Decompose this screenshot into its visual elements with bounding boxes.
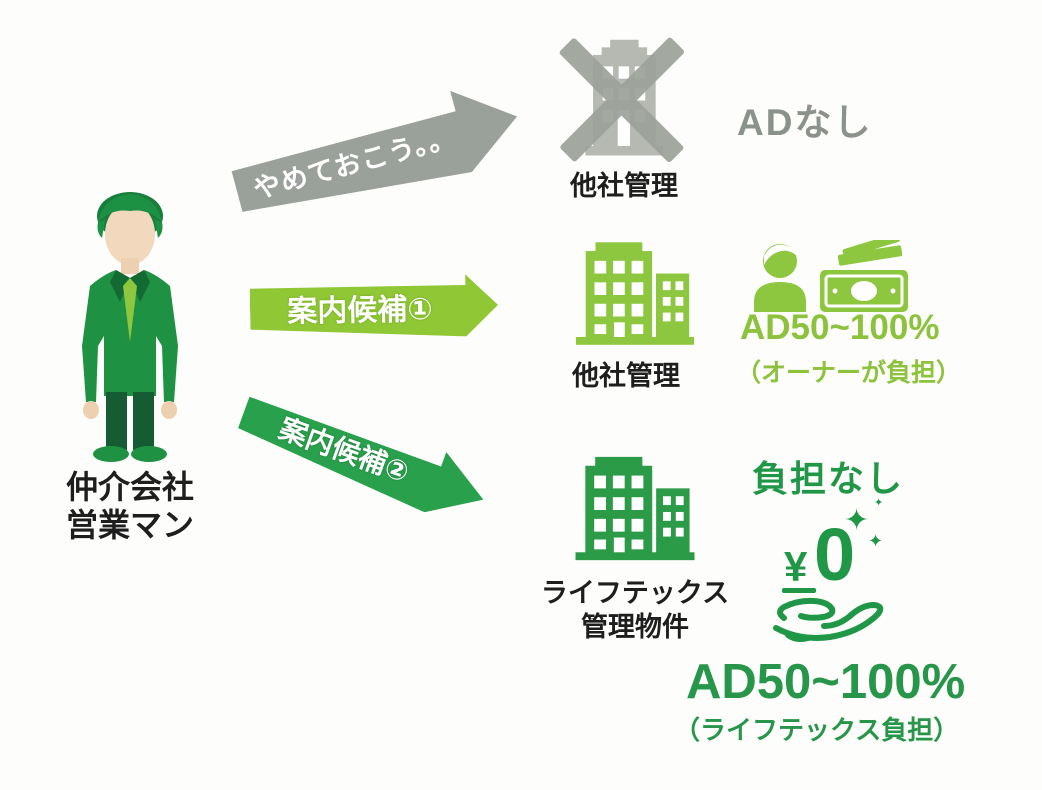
rejected-building-label: 他社管理: [570, 171, 678, 201]
candidate2-ad-note: （ライフテックス負担）: [674, 715, 960, 745]
reject-arrow: やめておこう。。: [226, 76, 528, 232]
lifetex-building-label: ライフテックス 管理物件: [535, 576, 735, 644]
owner-icon: [754, 244, 806, 312]
candidate2-arrow-label: 案内候補②: [275, 412, 414, 489]
lifetex-building-label-line2: 管理物件: [581, 612, 689, 642]
sparkle-icon: ✦: [874, 497, 884, 509]
lifetex-building-label-line1: ライフテックス: [540, 578, 730, 608]
lifetex-building-icon: [575, 456, 695, 561]
money-icon: [820, 240, 908, 312]
salesman-icon: [82, 192, 178, 462]
sparkle-icon: ✦: [868, 531, 884, 551]
candidate2-arrow: 案内候補②: [233, 382, 495, 529]
yen-zero-icon: ✦ ✦ ✦ ¥ 0: [768, 497, 900, 642]
yen-symbol: ¥: [784, 543, 808, 590]
rejected-building-icon: [559, 37, 685, 163]
other-company-building-label: 他社管理: [572, 361, 680, 391]
candidate1-arrow: 案内候補①: [249, 274, 498, 340]
salesman-label: 仲介会社 営業マン: [40, 468, 220, 544]
hand-icon: [773, 597, 884, 642]
zero-digit: 0: [814, 513, 856, 596]
salesman-label-line2: 営業マン: [65, 507, 194, 543]
salesman-label-line1: 仲介会社: [65, 469, 194, 505]
candidate1-arrow-label: 案内候補①: [287, 292, 434, 329]
candidate2-ad-text: AD50~100%: [686, 655, 966, 709]
ad-none-text: ADなし: [737, 102, 873, 143]
cross-icon: [559, 37, 685, 163]
yen-underline: [782, 588, 816, 593]
candidate1-ad-text: AD50~100%: [740, 308, 940, 347]
sparkle-icon: ✦: [844, 504, 870, 537]
other-company-building-icon: [575, 242, 695, 345]
burden-none-text: 負担なし: [752, 458, 905, 499]
owner-money-icon: [754, 240, 908, 312]
reject-arrow-label: やめておこう。。: [250, 121, 459, 205]
candidate1-ad-note: （オーナーが負担）: [736, 359, 962, 387]
